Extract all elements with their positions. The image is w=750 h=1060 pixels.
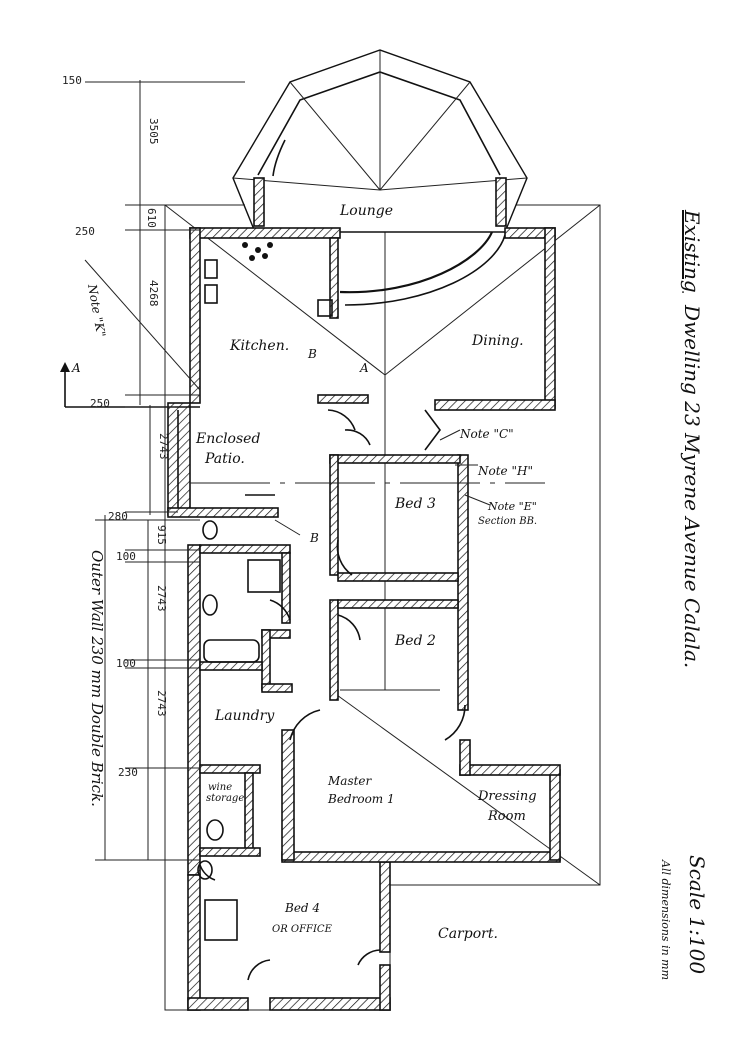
note-h: Note "H" <box>477 464 533 478</box>
dressing-room-line: Room <box>487 809 526 824</box>
note-section-bb: Section BB. <box>478 516 537 527</box>
dim-150: 150 <box>62 74 82 87</box>
section-marker-b-kitchen: B <box>307 347 317 361</box>
dim-2743-a: 2743 <box>157 433 170 460</box>
room-label-bed2: Bed 2 <box>394 633 436 649</box>
room-label-enclosed-patio: Enclosed Patio. <box>195 431 265 467</box>
master-bedroom-line: Bedroom 1 <box>327 792 395 806</box>
dim-250-mid: 250 <box>90 397 110 410</box>
bed4-line: Bed 4 <box>284 901 320 915</box>
dim-280: 280 <box>108 510 128 523</box>
room-label-dressing-room: Dressing Room <box>477 789 541 824</box>
external-walls <box>167 227 561 1011</box>
dim-2743-c: 2743 <box>155 690 168 717</box>
title-units: All dimensions in mm <box>659 859 672 980</box>
title-address: Dwelling 23 Myrene Avenue Calala. <box>680 304 704 668</box>
room-label-master-bedroom: Master Bedroom 1 <box>327 774 395 806</box>
dressing-room-line: Dressing <box>477 789 537 804</box>
dim-100-b: 100 <box>116 657 136 670</box>
wine-storage-line: wine <box>208 782 232 793</box>
fixtures <box>197 242 333 941</box>
master-bedroom-line: Master <box>327 774 373 788</box>
dim-2743-b: 2743 <box>155 585 168 612</box>
room-label-carport: Carport. <box>438 926 498 942</box>
enclosed-patio-line: Enclosed <box>195 431 260 447</box>
title-existing: Existing <box>680 209 704 293</box>
wine-storage-line: storage <box>206 793 244 804</box>
room-label-wine-storage: wine storage <box>206 782 244 804</box>
note-k: Note "K" <box>85 282 108 338</box>
title-block: Existing Dwelling 23 Myrene Avenue Calal… <box>659 209 709 980</box>
section-lines <box>60 259 545 536</box>
section-marker-a-left: A <box>71 361 81 375</box>
section-marker-a: A <box>359 361 369 375</box>
room-label-kitchen: Kitchen. <box>229 338 289 354</box>
note-c: Note "C" <box>459 427 514 441</box>
room-label-bed3: Bed 3 <box>394 496 436 512</box>
dim-250-top: 250 <box>75 225 95 238</box>
outer-wall-note: Outer Wall 230 mm Double Brick. <box>88 550 106 807</box>
dim-915: 915 <box>155 525 168 545</box>
room-label-lounge: Lounge <box>339 203 393 219</box>
dimension-chain <box>85 80 245 861</box>
bed4-line: OR OFFICE <box>272 924 333 935</box>
dim-100-a: 100 <box>116 550 136 563</box>
note-e: Note "E" <box>487 500 537 513</box>
section-marker-b-bath: B <box>309 531 319 545</box>
room-label-dining: Dining. <box>471 333 524 349</box>
room-label-laundry: Laundry <box>214 708 275 724</box>
enclosed-patio-line: Patio. <box>204 451 245 467</box>
title-scale: Scale 1:100 <box>685 855 709 974</box>
dim-3505: 3505 <box>147 118 160 145</box>
lounge-bay <box>232 49 528 306</box>
dim-4268: 4268 <box>147 280 160 307</box>
dim-230: 230 <box>118 766 138 779</box>
room-label-bed4: Bed 4 OR OFFICE <box>272 901 333 935</box>
door-swings <box>199 409 466 981</box>
dim-610: 610 <box>145 208 158 228</box>
